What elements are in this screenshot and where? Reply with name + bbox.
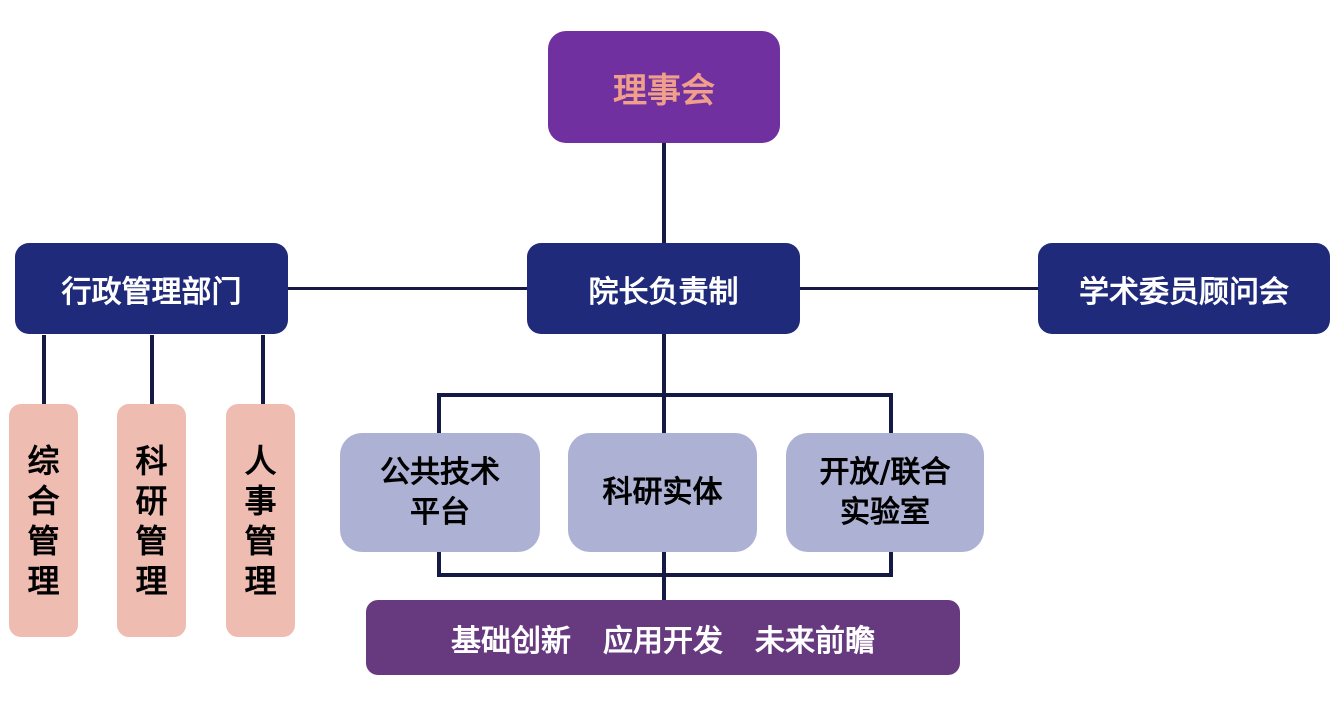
char: 人 xyxy=(244,441,277,480)
char: 科 xyxy=(135,441,168,480)
research-unit-public-platform: 公共技术 平台 xyxy=(340,433,540,552)
unit-line: 公共技术 xyxy=(380,454,500,490)
connector-admin-child-3 xyxy=(261,335,265,405)
admin-dept-node: 行政管理部门 xyxy=(15,243,288,334)
admin-dept-label: 行政管理部门 xyxy=(61,274,242,310)
mission-item: 应用开发 xyxy=(603,623,723,659)
board-label: 理事会 xyxy=(613,70,715,111)
char: 理 xyxy=(27,561,60,600)
connector-lower-center xyxy=(662,552,666,602)
unit-line: 科研实体 xyxy=(602,474,723,510)
char: 管 xyxy=(135,521,168,560)
connector-lower-right xyxy=(889,552,893,576)
admin-child-general: 综 合 管 理 xyxy=(9,404,78,637)
connector-top-to-center xyxy=(662,142,666,244)
academic-committee-label: 学术委员顾问会 xyxy=(1079,274,1289,310)
connector-upper-right xyxy=(889,393,893,435)
academic-committee-node: 学术委员顾问会 xyxy=(1038,243,1330,334)
unit-line: 实验室 xyxy=(840,494,930,530)
char: 管 xyxy=(27,521,60,560)
admin-child-research: 科 研 管 理 xyxy=(117,404,186,637)
research-unit-entity: 科研实体 xyxy=(568,433,757,552)
president-label: 院长负责制 xyxy=(588,274,739,310)
char: 理 xyxy=(244,561,277,600)
connector-upper-bracket xyxy=(437,393,893,397)
mission-node: 基础创新 应用开发 未来前瞻 xyxy=(366,600,960,675)
unit-line: 平台 xyxy=(410,494,470,530)
connector-center-down xyxy=(662,334,666,434)
unit-line: 开放/联合 xyxy=(819,454,951,490)
connector-admin-child-1 xyxy=(42,335,46,405)
mission-item: 未来前瞻 xyxy=(755,623,875,659)
research-unit-open-lab: 开放/联合 实验室 xyxy=(786,433,984,552)
president-node: 院长负责制 xyxy=(527,243,800,334)
connector-left-to-center xyxy=(288,287,528,290)
char: 研 xyxy=(135,481,168,520)
char: 事 xyxy=(244,481,277,520)
mission-item: 基础创新 xyxy=(451,623,571,659)
connector-center-to-right xyxy=(800,287,1040,290)
connector-lower-left xyxy=(437,552,441,576)
admin-child-hr: 人 事 管 理 xyxy=(226,404,295,637)
char: 合 xyxy=(27,481,60,520)
connector-admin-child-2 xyxy=(150,335,154,405)
connector-upper-left xyxy=(437,393,441,435)
char: 综 xyxy=(27,441,60,480)
board-node: 理事会 xyxy=(548,31,780,143)
char: 管 xyxy=(244,521,277,560)
char: 理 xyxy=(135,561,168,600)
